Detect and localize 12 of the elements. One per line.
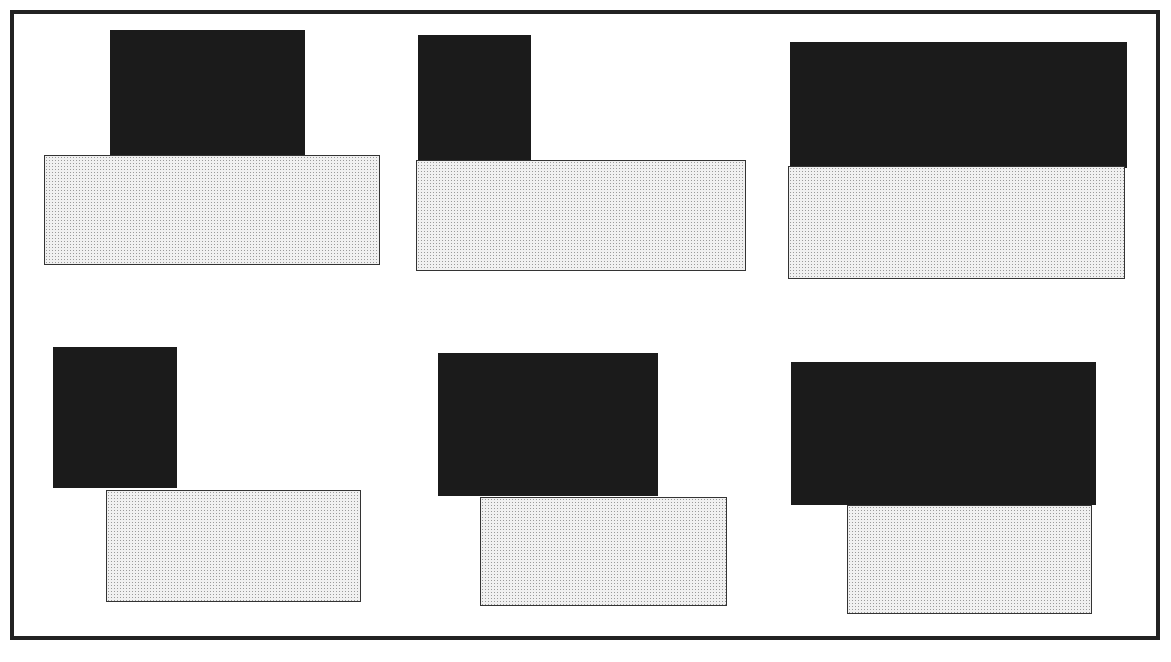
solid-block <box>790 42 1127 168</box>
dotted-block <box>847 505 1092 614</box>
dotted-block <box>416 160 746 271</box>
dotted-block <box>788 166 1125 279</box>
dotted-block <box>480 497 727 606</box>
solid-block <box>418 35 531 160</box>
solid-block <box>791 362 1096 505</box>
solid-block <box>53 347 177 488</box>
dotted-block <box>106 490 361 602</box>
dotted-block <box>44 155 380 265</box>
solid-block <box>438 353 658 496</box>
solid-block <box>110 30 305 157</box>
